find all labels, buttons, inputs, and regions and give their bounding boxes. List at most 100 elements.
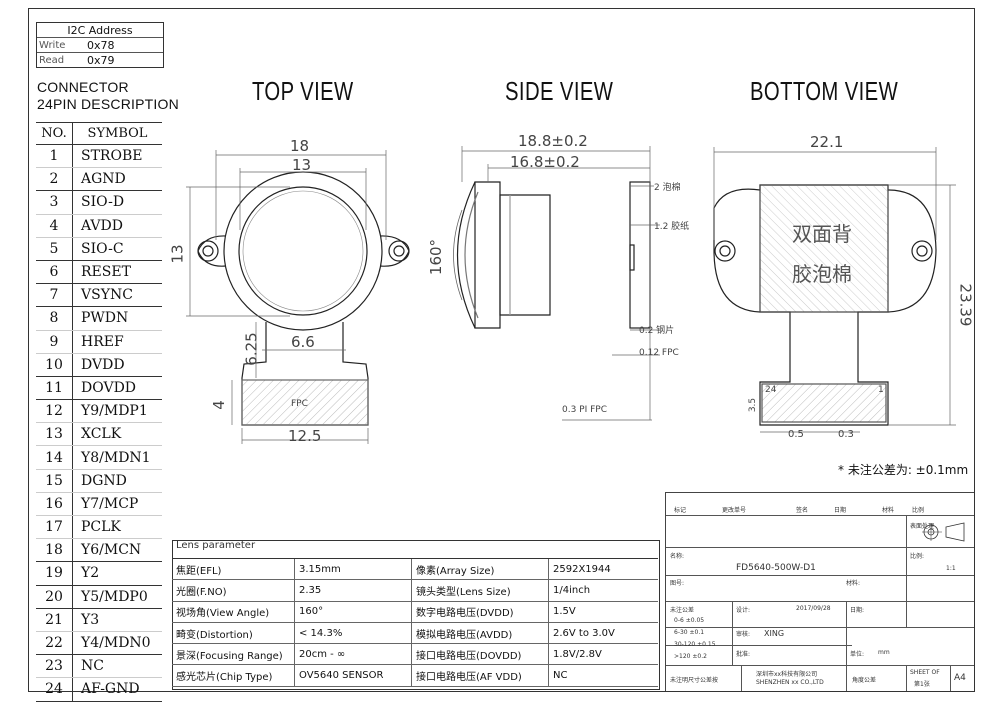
- lens-param-name: 光圈(F.NO): [172, 580, 295, 601]
- tb-sheet-value: 第1张: [914, 681, 930, 688]
- tb-approver-label: 批准:: [736, 651, 751, 658]
- pin-symbol: SIO-D: [81, 194, 125, 211]
- pin-symbol: HREF: [81, 333, 124, 350]
- pin-symbol: Y4/MDN0: [81, 635, 151, 652]
- lens-title: Lens parameter: [176, 540, 256, 551]
- pin-number: 6: [36, 260, 73, 284]
- top-dim-width-inner: 13: [292, 156, 312, 174]
- lens-param-value: 3.15mm: [295, 559, 412, 580]
- pin-number: 24: [36, 678, 73, 701]
- pin-row: 9 HREF: [36, 330, 162, 354]
- pin-number: 3: [36, 191, 73, 214]
- top-dim-neck-height: 6.25: [242, 332, 261, 366]
- pin-number: 8: [36, 307, 73, 330]
- lens-param-value: 2592X1944: [553, 563, 611, 575]
- pin-number: 9: [36, 330, 73, 353]
- i2c-write-value: 0x78: [87, 38, 115, 52]
- pin-symbol: AF-GND: [81, 681, 140, 698]
- tb-finish: 表面处理: [910, 523, 935, 530]
- pin-symbol: Y2: [81, 565, 100, 582]
- pin-number: 13: [36, 423, 73, 446]
- bottom-view-drawing: [713, 184, 937, 426]
- tb-date-label: 日期:: [850, 607, 865, 614]
- top-view-title: TOP VIEW: [252, 76, 354, 106]
- connector-title-line2: 24PIN DESCRIPTION: [37, 96, 179, 112]
- pin-symbol: Y9/MDP1: [81, 403, 148, 420]
- i2c-read-value: 0x79: [87, 53, 115, 67]
- i2c-title: I2C Address: [67, 23, 133, 37]
- pin-symbol: Y7/MCP: [81, 495, 139, 512]
- pin-symbol: AVDD: [81, 217, 123, 234]
- tb-tol2: 6-30 ±0.1: [674, 629, 705, 636]
- bottom-view-title: BOTTOM VIEW: [750, 76, 899, 106]
- i2c-address-box: I2C Address Write 0x78 Read 0x79: [36, 22, 164, 68]
- pin-number: 14: [36, 446, 73, 469]
- lens-row: 畸变(Distortion)< 14.3%模拟电路电压(AVDD)2.6V to…: [172, 622, 658, 645]
- pin-number: 19: [36, 562, 73, 585]
- tb-sheet-label: SHEET OF: [910, 669, 940, 676]
- bottom-pad-label: 0.3: [838, 429, 854, 440]
- lens-param-name: 接口电路电压(DOVDD): [412, 644, 549, 665]
- lens-param-value: 160°: [295, 601, 412, 622]
- tb-date-value: 2017/09/28: [796, 605, 831, 612]
- side-foam-label: 2 泡棉: [654, 183, 681, 193]
- side-dim-len-inner: 16.8±0.2: [510, 153, 580, 171]
- pin-symbol: XCLK: [81, 426, 122, 443]
- tb-unit-label: 单位:: [850, 651, 865, 658]
- tb-h5: 材料: [882, 507, 895, 514]
- top-fpc-label: FPC: [291, 399, 308, 409]
- tb-company-2: SHENZHEN xx CO.,LTD: [756, 679, 824, 686]
- tb-material: 材料:: [846, 580, 861, 587]
- pin-col-symbol: SYMBOL: [87, 126, 148, 141]
- pin-symbol: NC: [81, 658, 104, 675]
- pin-symbol: Y5/MDP0: [81, 588, 148, 605]
- lens-param-value: 2.6V to 3.0V: [553, 627, 615, 639]
- title-block: 标记 更改单号 签名 日期 材料 比例 名称: FD5640-500W-D1 图…: [665, 492, 974, 691]
- top-dim-tail-width: 12.5: [288, 427, 322, 445]
- i2c-read-label: Read: [39, 54, 65, 66]
- side-pi-fpc-label: 0.3 PI FPC: [562, 405, 608, 415]
- tb-h1: 标记: [674, 507, 687, 514]
- i2c-write-label: Write: [39, 39, 66, 51]
- pin-row: 22 Y4/MDN0: [36, 631, 162, 656]
- lens-param-name: 畸变(Distortion): [172, 622, 295, 644]
- tb-h4: 日期: [834, 507, 847, 514]
- tb-angle-label: 角度公差: [852, 677, 877, 684]
- tb-checker-label: 审核:: [736, 631, 751, 638]
- pin-row: 19 Y2: [36, 562, 162, 586]
- pin-row: 6 RESET: [36, 260, 162, 285]
- tb-drawing-no: 图号:: [670, 580, 685, 587]
- tb-tol4: >120 ±0.2: [674, 653, 707, 660]
- tb-designer-label: 设计:: [736, 607, 751, 614]
- tb-tol-header: 未注公差: [670, 607, 695, 614]
- top-dim-width-outer: 18: [290, 137, 310, 155]
- bottom-dim-width: 22.1: [810, 133, 844, 151]
- bottom-pitch-label: 0.5: [788, 429, 804, 440]
- lens-param-name: 镜头类型(Lens Size): [412, 580, 549, 601]
- bottom-foam-label-1: 双面背: [792, 222, 852, 246]
- pin-symbol: Y3: [81, 611, 100, 628]
- side-steel-label: 0.2 钢片: [639, 326, 675, 336]
- tb-unmarked: 未注明尺寸公差按: [670, 677, 719, 684]
- projection-symbol-icon: [922, 522, 965, 542]
- pin-symbol: RESET: [81, 264, 131, 281]
- pin-number: 22: [36, 631, 73, 655]
- top-view-drawing: [197, 171, 410, 426]
- lens-table-frame: [172, 540, 660, 690]
- pin-symbol: SIO-C: [81, 240, 124, 257]
- connector-title: CONNECTOR 24PIN DESCRIPTION: [37, 79, 179, 113]
- pin-symbol: Y6/MCN: [81, 542, 142, 559]
